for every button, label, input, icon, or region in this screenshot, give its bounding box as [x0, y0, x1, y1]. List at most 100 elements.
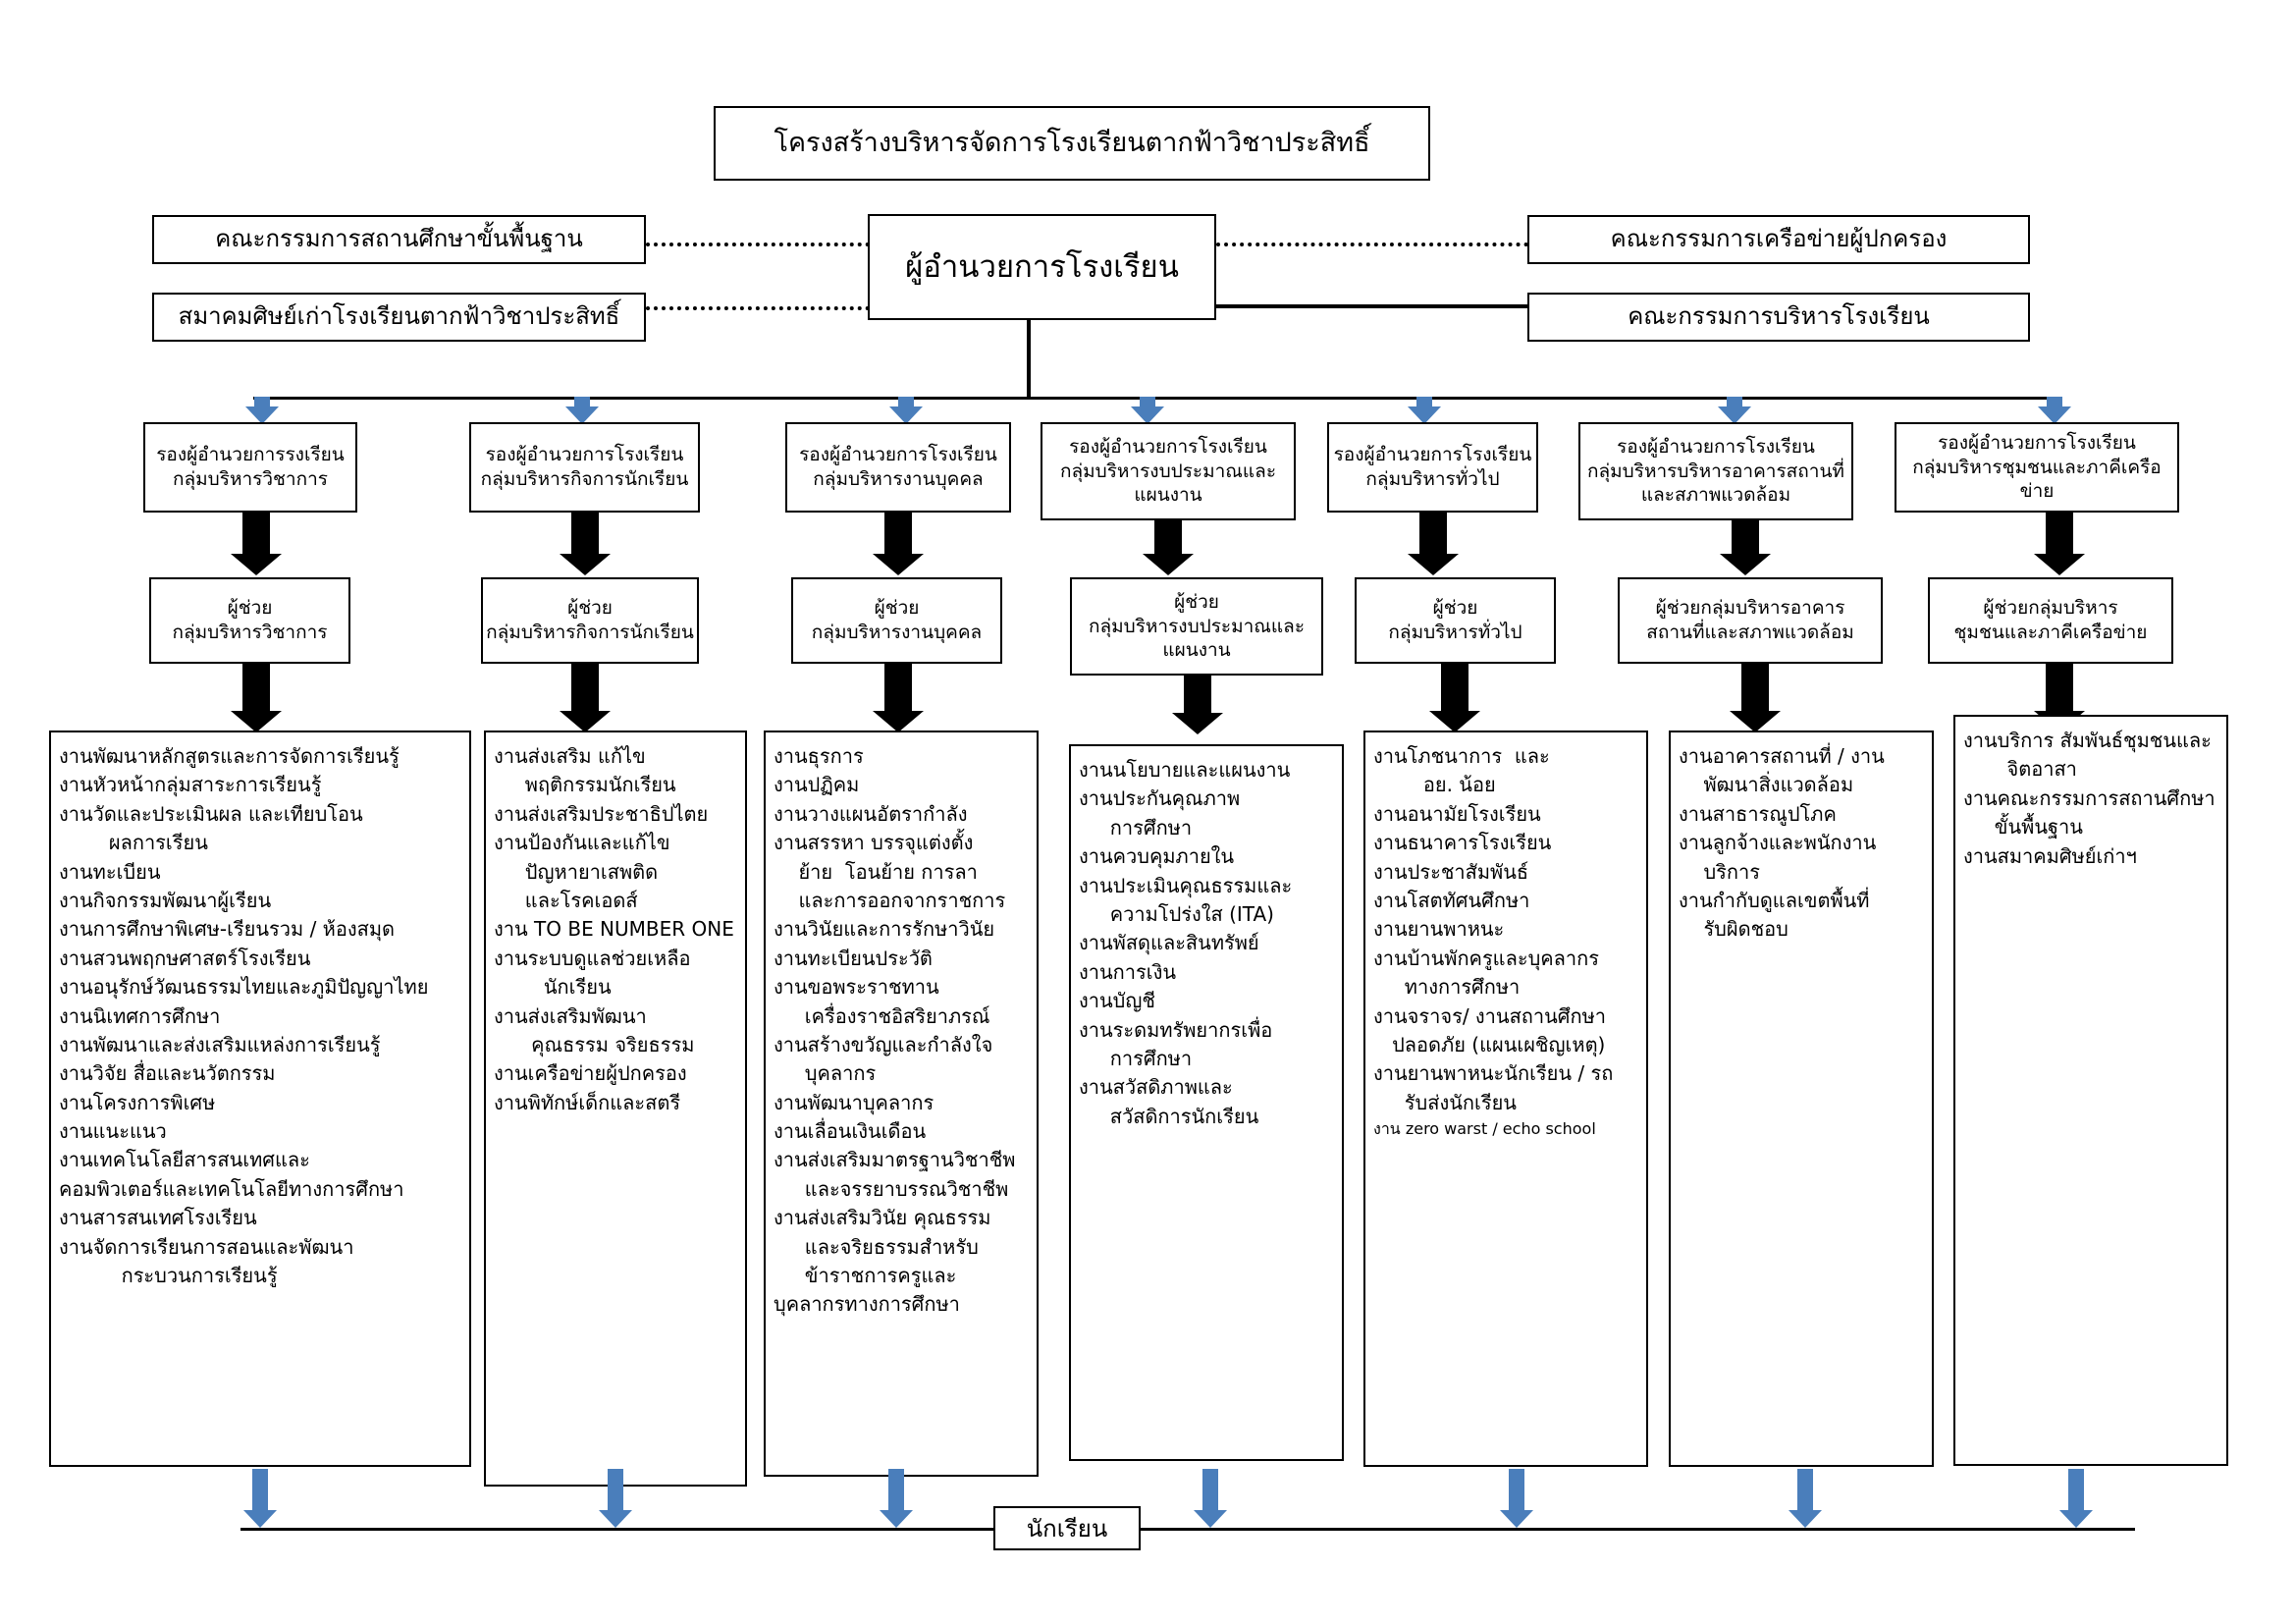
- black-arrow-deputy-to-assistant-5: [1404, 513, 1463, 575]
- work-item: งานประชาสัมพันธ์: [1373, 859, 1529, 884]
- page-title: โครงสร้างบริหารจัดการโรงเรียนตากฟ้าวิชาป…: [714, 106, 1430, 181]
- dotted-link-left-bottom: [646, 306, 870, 310]
- deputy-line: กลุ่มบริหารวิชาการ: [173, 468, 328, 490]
- deputy-personnel: รองผู้อำนวยการโรงเรียน กลุ่มบริหารงานบุค…: [785, 422, 1011, 513]
- worklist-general-affairs: งานโภชนาการ และ อย. น้อยงานอนามัยโรงเรีย…: [1363, 731, 1648, 1467]
- blue-arrow-bottom-1: [243, 1469, 277, 1530]
- worklist-buildings-environment: งานอาคารสถานที่ / งาน พัฒนาสิ่งแวดล้อมงา…: [1669, 731, 1934, 1467]
- assistant-student-affairs: ผู้ช่วย กลุ่มบริหารกิจการนักเรียน: [481, 577, 699, 664]
- assistant-line: ผู้ช่วย: [874, 597, 920, 620]
- work-item: งานทะเบียน: [59, 859, 161, 884]
- deputy-line: รองผู้อำนวยการโรงเรียน: [485, 444, 684, 466]
- work-item: งานสารสนเทศโรงเรียน: [59, 1206, 257, 1230]
- black-arrow-deputy-to-assistant-6: [1716, 520, 1775, 575]
- student-box: นักเรียน: [993, 1506, 1141, 1550]
- worklist-budget-planning: งานนโยบายและแผนงานงานประกันคุณภาพ การศึก…: [1069, 744, 1344, 1461]
- work-item: งานอนุรักษ์วัฒนธรรมไทยและภูมิปัญญาไทย: [59, 975, 429, 1000]
- assistant-line: แผนงาน: [1162, 639, 1231, 662]
- black-arrow-assistant-to-works-1: [227, 664, 286, 732]
- work-item: งานบัญชี: [1079, 989, 1155, 1013]
- black-arrow-assistant-to-works-2: [556, 664, 614, 732]
- blue-arrow-bottom-6: [1789, 1469, 1822, 1530]
- assistant-line: กลุ่มบริหารวิชาการ: [172, 622, 328, 643]
- solid-link-right-bottom: [1216, 304, 1528, 308]
- work-item: งานสมาคมศิษย์เก่าฯ: [1963, 843, 2137, 868]
- work-item: งานบ้านพักครูและบุคลากร ทางการศึกษา: [1373, 946, 1599, 1000]
- work-item: งานการเงิน: [1079, 959, 1177, 984]
- board-basic-label: คณะกรรมการสถานศึกษาขั้นพื้นฐาน: [215, 225, 583, 253]
- work-item: งานวินัยและการรักษาวินัย: [774, 917, 995, 942]
- work-item: งานพิทักษ์เด็กและสตรี: [494, 1090, 681, 1114]
- deputy-line: กลุ่มบริหารทั่วไป: [1365, 468, 1500, 490]
- work-item: งานสรรหา บรรจุแต่งตั้ง ย้าย โอนย้าย การล…: [774, 831, 1006, 912]
- assistant-line: ผู้ช่วย: [1174, 590, 1219, 613]
- deputy-line: รองผู้อำนวยการรงเรียน: [156, 444, 345, 466]
- deputy-student-affairs: รองผู้อำนวยการโรงเรียน กลุ่มบริหารกิจการ…: [469, 422, 700, 513]
- assistant-personnel: ผู้ช่วย กลุ่มบริหารงานบุคคล: [791, 577, 1002, 664]
- bottom-divider: [240, 1528, 2135, 1531]
- work-item: งานการศึกษาพิเศษ-เรียนรวม / ห้องสมุด: [59, 917, 396, 942]
- school-admin-committee: คณะกรรมการบริหารโรงเรียน: [1527, 293, 2030, 342]
- assistant-budget-planning: ผู้ช่วย กลุ่มบริหารงบประมาณและ แผนงาน: [1070, 577, 1323, 676]
- work-item: งานสวนพฤกษศาสตร์โรงเรียน: [59, 946, 311, 970]
- deputy-buildings-environment: รองผู้อำนวยการโรงเรียน กลุ่มบริหารบริหาร…: [1578, 422, 1853, 520]
- work-item: งานส่งเสริม แก้ไข พฤติกรรมนักเรียน: [494, 744, 676, 797]
- assistant-buildings-environment: ผู้ช่วยกลุ่มบริหารอาคาร สถานที่และสภาพแว…: [1618, 577, 1883, 664]
- dotted-link-right-top: [1216, 243, 1528, 246]
- deputy-line: และสภาพแวดล้อม: [1640, 484, 1791, 507]
- assistant-line: ผู้ช่วย: [1432, 597, 1478, 620]
- alumni-association: สมาคมศิษย์เก่าโรงเรียนตากฟ้าวิชาประสิทธิ…: [152, 293, 646, 342]
- work-item: งานส่งเสริมพัฒนา คุณธรรม จริยธรรม: [494, 1003, 695, 1056]
- deputy-line: รองผู้อำนวยการโรงเรียน: [1617, 435, 1815, 458]
- assistant-line: ผู้ช่วย: [227, 597, 273, 620]
- work-item: งานนโยบายและแผนงาน: [1079, 758, 1291, 782]
- deputy-line: รองผู้อำนวยการโรงเรียน: [1333, 444, 1532, 466]
- worklist-student-affairs: งานส่งเสริม แก้ไข พฤติกรรมนักเรียนงานส่ง…: [484, 731, 747, 1487]
- board-basic-education: คณะกรรมการสถานศึกษาขั้นพื้นฐาน: [152, 215, 646, 264]
- work-item: งานกำกับดูแลเขตพื้นที่ รับผิดชอบ: [1679, 888, 1870, 942]
- work-item: งาน zero warst / echo school: [1373, 1119, 1596, 1139]
- work-item: งานอาคารสถานที่ / งาน พัฒนาสิ่งแวดล้อม: [1679, 744, 1885, 797]
- work-item: งานประเมินคุณธรรมและ ความโปร่งใส (ITA): [1079, 873, 1293, 926]
- work-item: งานส่งเสริมวินัย คุณธรรม และจริยธรรมสำหร…: [774, 1206, 991, 1317]
- deputy-community-network: รองผู้อำนวยการโรงเรียน กลุ่มบริหารชุมชนแ…: [1895, 422, 2179, 513]
- work-item: งานหัวหน้ากลุ่มสาระการเรียนรู้: [59, 773, 322, 797]
- assistant-line: กลุ่มบริหารทั่วไป: [1388, 622, 1522, 643]
- solid-link-director-down: [1027, 320, 1031, 399]
- work-item: งานยานพาหนะนักเรียน / รถ รับส่งนักเรียน: [1373, 1061, 1614, 1114]
- work-item: งานพัสดุและสินทรัพย์: [1079, 931, 1259, 955]
- assistant-community-network: ผู้ช่วยกลุ่มบริหาร ชุมชนและภาคีเครือข่าย: [1928, 577, 2173, 664]
- assistant-line: สถานที่และสภาพแวดล้อม: [1646, 622, 1854, 643]
- dotted-link-left-top: [646, 243, 870, 246]
- work-item: งานโสตทัศนศึกษา: [1373, 888, 1530, 912]
- deputy-line: รองผู้อำนวยการโรงเรียน: [1069, 435, 1267, 458]
- assistant-line: ผู้ช่วยกลุ่มบริหารอาคาร: [1655, 597, 1845, 620]
- deputy-line: รองผู้อำนวยการโรงเรียน: [1938, 431, 2136, 454]
- parent-network-committee: คณะกรรมการเครือข่ายผู้ปกครอง: [1527, 215, 2030, 264]
- assistant-line: กลุ่มบริหารกิจการนักเรียน: [486, 622, 694, 643]
- school-director-label: ผู้อำนวยการโรงเรียน: [905, 248, 1179, 285]
- work-item: งานโภชนาการ และ อย. น้อย: [1373, 744, 1550, 797]
- black-arrow-assistant-to-works-6: [1726, 664, 1785, 732]
- work-item: งานธนาคารโรงเรียน: [1373, 831, 1552, 855]
- blue-arrow-bottom-5: [1500, 1469, 1533, 1530]
- work-item: งานกิจกรรมพัฒนาผู้เรียน: [59, 888, 272, 912]
- blue-arrow-bottom-3: [880, 1469, 913, 1530]
- deputy-line: กลุ่มบริหารงบประมาณและ: [1059, 460, 1277, 482]
- blue-arrow-to-deputy-1: [245, 397, 279, 424]
- black-arrow-deputy-to-assistant-3: [869, 513, 928, 575]
- deputy-line: รองผู้อำนวยการโรงเรียน: [799, 444, 997, 466]
- black-arrow-deputy-to-assistant-2: [556, 513, 614, 575]
- assistant-line: ผู้ช่วยกลุ่มบริหาร: [1983, 597, 2118, 620]
- deputy-academic: รองผู้อำนวยการรงเรียน กลุ่มบริหารวิชาการ: [143, 422, 357, 513]
- work-item: งานวิจัย สื่อและนวัตกรรม: [59, 1061, 276, 1086]
- blue-arrow-to-deputy-6: [1718, 397, 1751, 424]
- work-item: งานลูกจ้างและพนักงาน บริการ: [1679, 831, 1877, 884]
- work-item: งานพัฒนาและส่งเสริมแหล่งการเรียนรู้: [59, 1032, 381, 1056]
- student-label: นักเรียน: [1026, 1515, 1108, 1543]
- work-item: งานโครงการพิเศษ: [59, 1090, 216, 1114]
- black-arrow-deputy-to-assistant-1: [227, 513, 286, 575]
- work-item: งานส่งเสริมมาตรฐานวิชาชีพ และจรรยาบรรณวิ…: [774, 1148, 1016, 1201]
- work-item: งานส่งเสริมประชาธิปไตย: [494, 801, 709, 826]
